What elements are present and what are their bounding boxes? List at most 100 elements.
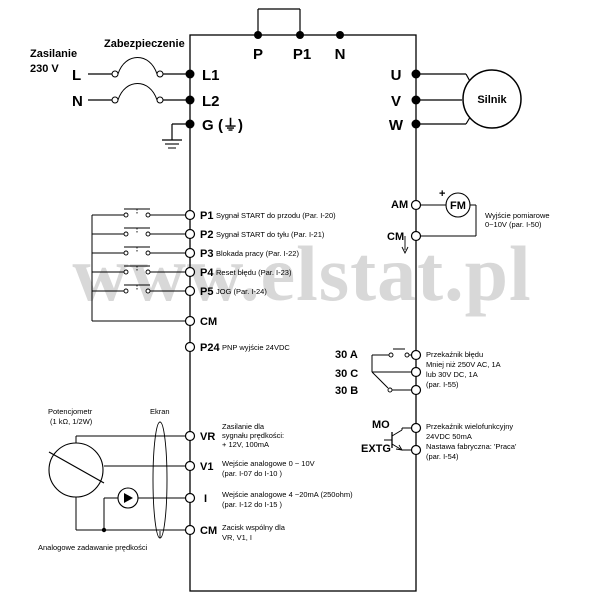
- meter-desc: Wyjście pomiarowe: [485, 211, 550, 220]
- terminal-mo-label: MO: [372, 419, 390, 431]
- terminal-p24-label: P24: [200, 342, 220, 354]
- terminal-n: [336, 31, 344, 39]
- digital-input-row: P1 Sygnał START do przodu (Par. I-20): [92, 208, 336, 222]
- terminal-v1: [184, 460, 196, 472]
- terminal-i-desc: Wejście analogowe 4 ~20mA (250ohm): [222, 490, 353, 499]
- digital-input-desc: Sygnał START do tyłu (Par. I-21): [216, 230, 325, 239]
- multi-function-output: MO EXTG Przekaźnik wielofunkcyjny 24VDC …: [361, 419, 517, 461]
- multi-desc: Nastawa fabryczna: 'Praca': [426, 442, 517, 451]
- screen-label: Ekran: [150, 407, 170, 416]
- motor-label: Silnik: [477, 94, 507, 106]
- digital-input-desc: JOG (Par. I-24): [216, 287, 267, 296]
- terminal-p24-desc: PNP wyjście 24VDC: [222, 343, 290, 352]
- terminal-w-label: W: [389, 117, 404, 134]
- terminal-30a-label: 30 A: [335, 349, 358, 361]
- motor-icon: [462, 69, 522, 129]
- terminal-v1-desc: (par. I-07 do I-10 ): [222, 469, 283, 478]
- potentiometer-title: Potencjometr: [48, 407, 93, 416]
- frequency-meter-label: FM: [450, 200, 466, 212]
- terminal-g: [185, 119, 195, 129]
- terminal-p5-input: [184, 285, 196, 297]
- digital-input-terminal: P1: [200, 210, 213, 222]
- line-n-label: N: [72, 93, 83, 110]
- terminal-vr-desc: + 12V, 100mA: [222, 440, 269, 449]
- terminal-30c-label: 30 C: [335, 368, 358, 380]
- terminal-mo: [410, 422, 422, 434]
- supply-voltage: 230 V: [30, 63, 59, 75]
- terminal-p-label: P: [253, 46, 263, 63]
- protection-label: Zabezpieczenie: [104, 38, 185, 50]
- digital-input-terminal: P3: [200, 248, 213, 260]
- potentiometer-spec: (1 kΩ, 1/2W): [50, 417, 93, 426]
- watermark: www.elstat.pl: [72, 230, 531, 317]
- terminal-p1-input: [184, 209, 196, 221]
- digital-inputs: CM P1 Sygnał START do przodu (Par. I-20)…: [91, 208, 336, 354]
- terminal-cm-digital-label: CM: [200, 316, 217, 328]
- meter-output: AM CM FM + Wyjście pomiarowe 0~10V (par.…: [387, 188, 550, 255]
- potentiometer-icon: [48, 442, 104, 498]
- terminal-p1: [296, 31, 304, 39]
- terminal-cm-digital: [184, 315, 196, 327]
- fault-relay: 30 A 30 C 30 B Przekaźnik błędu Mniej ni…: [335, 348, 501, 397]
- fuse-n: [117, 83, 158, 101]
- digital-input-desc: Sygnał START do przodu (Par. I-20): [216, 211, 336, 220]
- top-terminals: P P1 N: [253, 8, 346, 63]
- digital-input-row: P2 Sygnał START do tyłu (Par. I-21): [92, 227, 325, 241]
- terminal-i-label: I: [204, 493, 207, 505]
- terminal-am: [410, 199, 422, 211]
- terminal-cm-analog-desc: Zacisk wspólny dla: [222, 523, 286, 532]
- ground-symbol-label: (⏚): [218, 117, 243, 134]
- digital-input-desc: Blokada pracy (Par. I-22): [216, 249, 299, 258]
- terminal-p2-input: [184, 228, 196, 240]
- terminal-vr-label: VR: [200, 431, 215, 443]
- terminal-u-label: U: [391, 67, 402, 84]
- terminal-cm-meter-label: CM: [387, 231, 404, 243]
- terminal-l2-label: L2: [202, 93, 220, 110]
- motor-outputs: U V W Silnik: [389, 67, 522, 134]
- terminal-extg-label: EXTG: [361, 443, 391, 455]
- terminal-vr-desc: Zasilanie dla: [222, 422, 265, 431]
- terminal-vr-desc: sygnału prędkości:: [222, 431, 284, 440]
- terminal-i: [184, 492, 196, 504]
- terminal-l2: [185, 95, 195, 105]
- analog-inputs: Potencjometr (1 kΩ, 1/2W) Ekran VR Zasil…: [38, 407, 353, 552]
- digital-input-row: P3 Blokada pracy (Par. I-22): [92, 246, 299, 260]
- terminal-v1-label: V1: [200, 461, 213, 473]
- terminal-v1-desc: Wejście analogowe 0 ~ 10V: [222, 459, 315, 468]
- terminal-p3-input: [184, 247, 196, 259]
- terminal-p24: [184, 341, 196, 353]
- multi-desc: Przekaźnik wielofunkcyjny: [426, 422, 513, 431]
- shield-icon: [152, 421, 168, 539]
- terminal-30a: [410, 349, 422, 361]
- terminal-p1-label: P1: [293, 46, 311, 63]
- supply-label: Zasilanie: [30, 48, 77, 60]
- terminal-n-label: N: [335, 46, 346, 63]
- terminal-am-label: AM: [391, 199, 408, 211]
- terminal-vr: [184, 430, 196, 442]
- terminal-cm-analog-label: CM: [200, 525, 217, 537]
- meter-plus-label: +: [439, 188, 445, 200]
- digital-input-terminal: P5: [200, 286, 213, 298]
- terminal-extg: [410, 444, 422, 456]
- multi-desc: 24VDC 50mA: [426, 432, 472, 441]
- digital-input-desc: Reset błędu (Par. I-23): [216, 268, 292, 277]
- terminal-30c: [410, 366, 422, 378]
- terminal-p: [254, 31, 262, 39]
- line-l-label: L: [72, 67, 81, 84]
- terminal-l1-label: L1: [202, 67, 220, 84]
- terminal-30b: [410, 384, 422, 396]
- digital-input-terminal: P4: [200, 267, 214, 279]
- relay-desc: Mniej niż 250V AC, 1A: [426, 360, 501, 369]
- digital-input-row: P4 Reset błędu (Par. I-23): [92, 265, 292, 279]
- terminal-p4-input: [184, 266, 196, 278]
- digital-input-terminal: P2: [200, 229, 213, 241]
- relay-desc: lub 30V DC, 1A: [426, 370, 478, 379]
- digital-input-row: P5 JOG (Par. I-24): [92, 284, 267, 298]
- terminal-cm-analog-desc: VR, V1, I: [222, 533, 252, 542]
- terminal-30b-label: 30 B: [335, 385, 358, 397]
- terminal-i-desc: (par. I-12 do I-15 ): [222, 500, 283, 509]
- relay-desc: Przekaźnik błędu: [426, 350, 483, 359]
- fuse-l: [117, 57, 158, 75]
